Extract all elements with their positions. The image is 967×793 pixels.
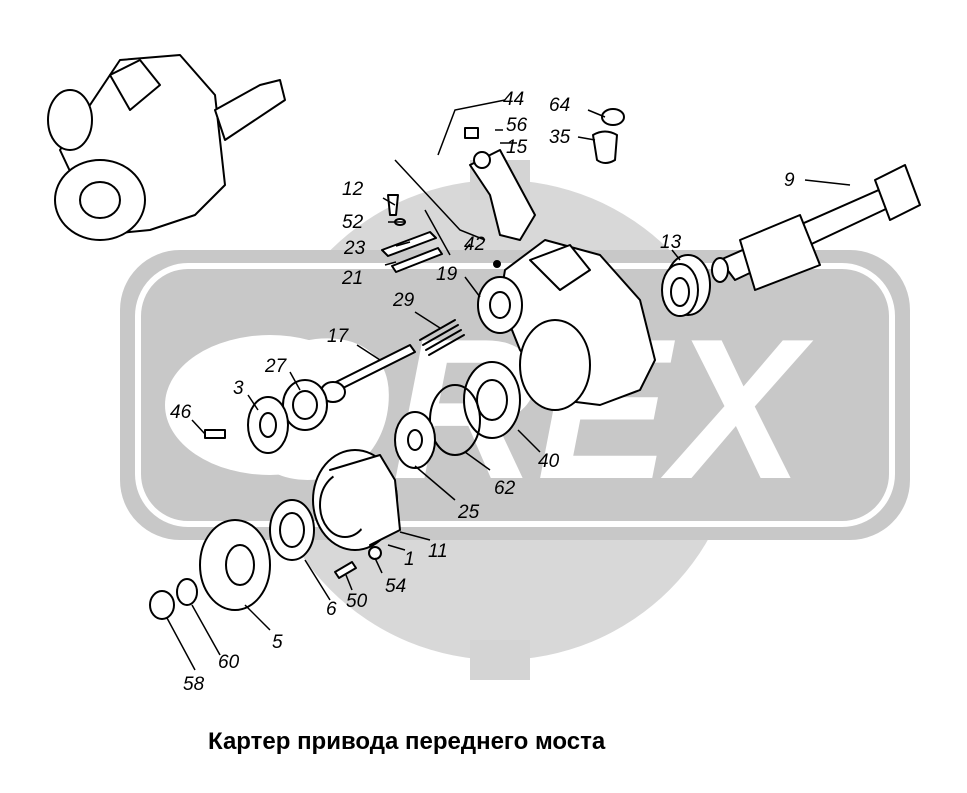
callout-40: 40 [538,451,560,472]
cover-part-19 [477,276,523,334]
callout-3: 3 [233,378,244,399]
washer-part-25 [394,411,436,469]
screw-part-56 [464,127,479,139]
callout-12: 12 [342,179,364,200]
part-3 [247,396,289,454]
housing-part-11 [312,449,401,551]
caption-text: Картер привода переднего моста [208,728,606,755]
callout-15: 15 [506,137,528,158]
callout-19: 19 [436,264,458,285]
flange-part-5 [199,519,271,611]
coupling-part-13 [661,254,711,317]
seal-part-6 [269,499,315,561]
assembled-transfer-case [47,54,286,241]
bearing-part-40 [463,361,521,439]
callout-44: 44 [503,89,524,110]
callout-17: 17 [327,326,350,347]
bolt-part-46 [204,429,226,439]
housing-main [499,239,656,411]
callout-42: 42 [464,234,486,255]
fork-part-15 [469,149,536,241]
bearing-cap-part-27 [282,379,328,431]
nut-part-54 [368,546,382,560]
callout-54: 54 [385,576,406,597]
callout-11: 11 [428,541,448,562]
shaft-part-9 [711,164,921,291]
callout-35: 35 [549,127,571,148]
bolt-part-50 [334,561,357,579]
pin-part-42 [493,260,501,268]
callout-27: 27 [264,356,288,377]
spring-part-29 [419,319,465,356]
callout-64: 64 [549,95,570,116]
callout-1: 1 [404,549,415,570]
callout-13: 13 [660,232,682,253]
washer-part-60 [176,578,198,606]
plate-part-23 [381,231,437,257]
callout-9: 9 [784,170,795,191]
callout-21: 21 [341,268,363,289]
callout-25: 25 [457,502,480,523]
callout-60: 60 [218,652,240,673]
callout-56: 56 [506,115,528,136]
callout-23: 23 [343,238,366,259]
callout-50: 50 [346,591,368,612]
callout-52: 52 [342,212,364,233]
callout-62: 62 [494,478,516,499]
callout-6: 6 [326,599,337,620]
plate-part-21 [391,247,443,273]
washer-part-64 [601,108,625,126]
plug-part-35 [592,130,618,164]
callout-46: 46 [170,402,192,423]
nut-part-58 [149,590,175,620]
bolt-part-12 [387,194,399,216]
rod-part-17 [320,344,416,403]
callout-58: 58 [183,674,205,695]
callout-29: 29 [392,290,415,311]
callout-5: 5 [272,632,283,653]
